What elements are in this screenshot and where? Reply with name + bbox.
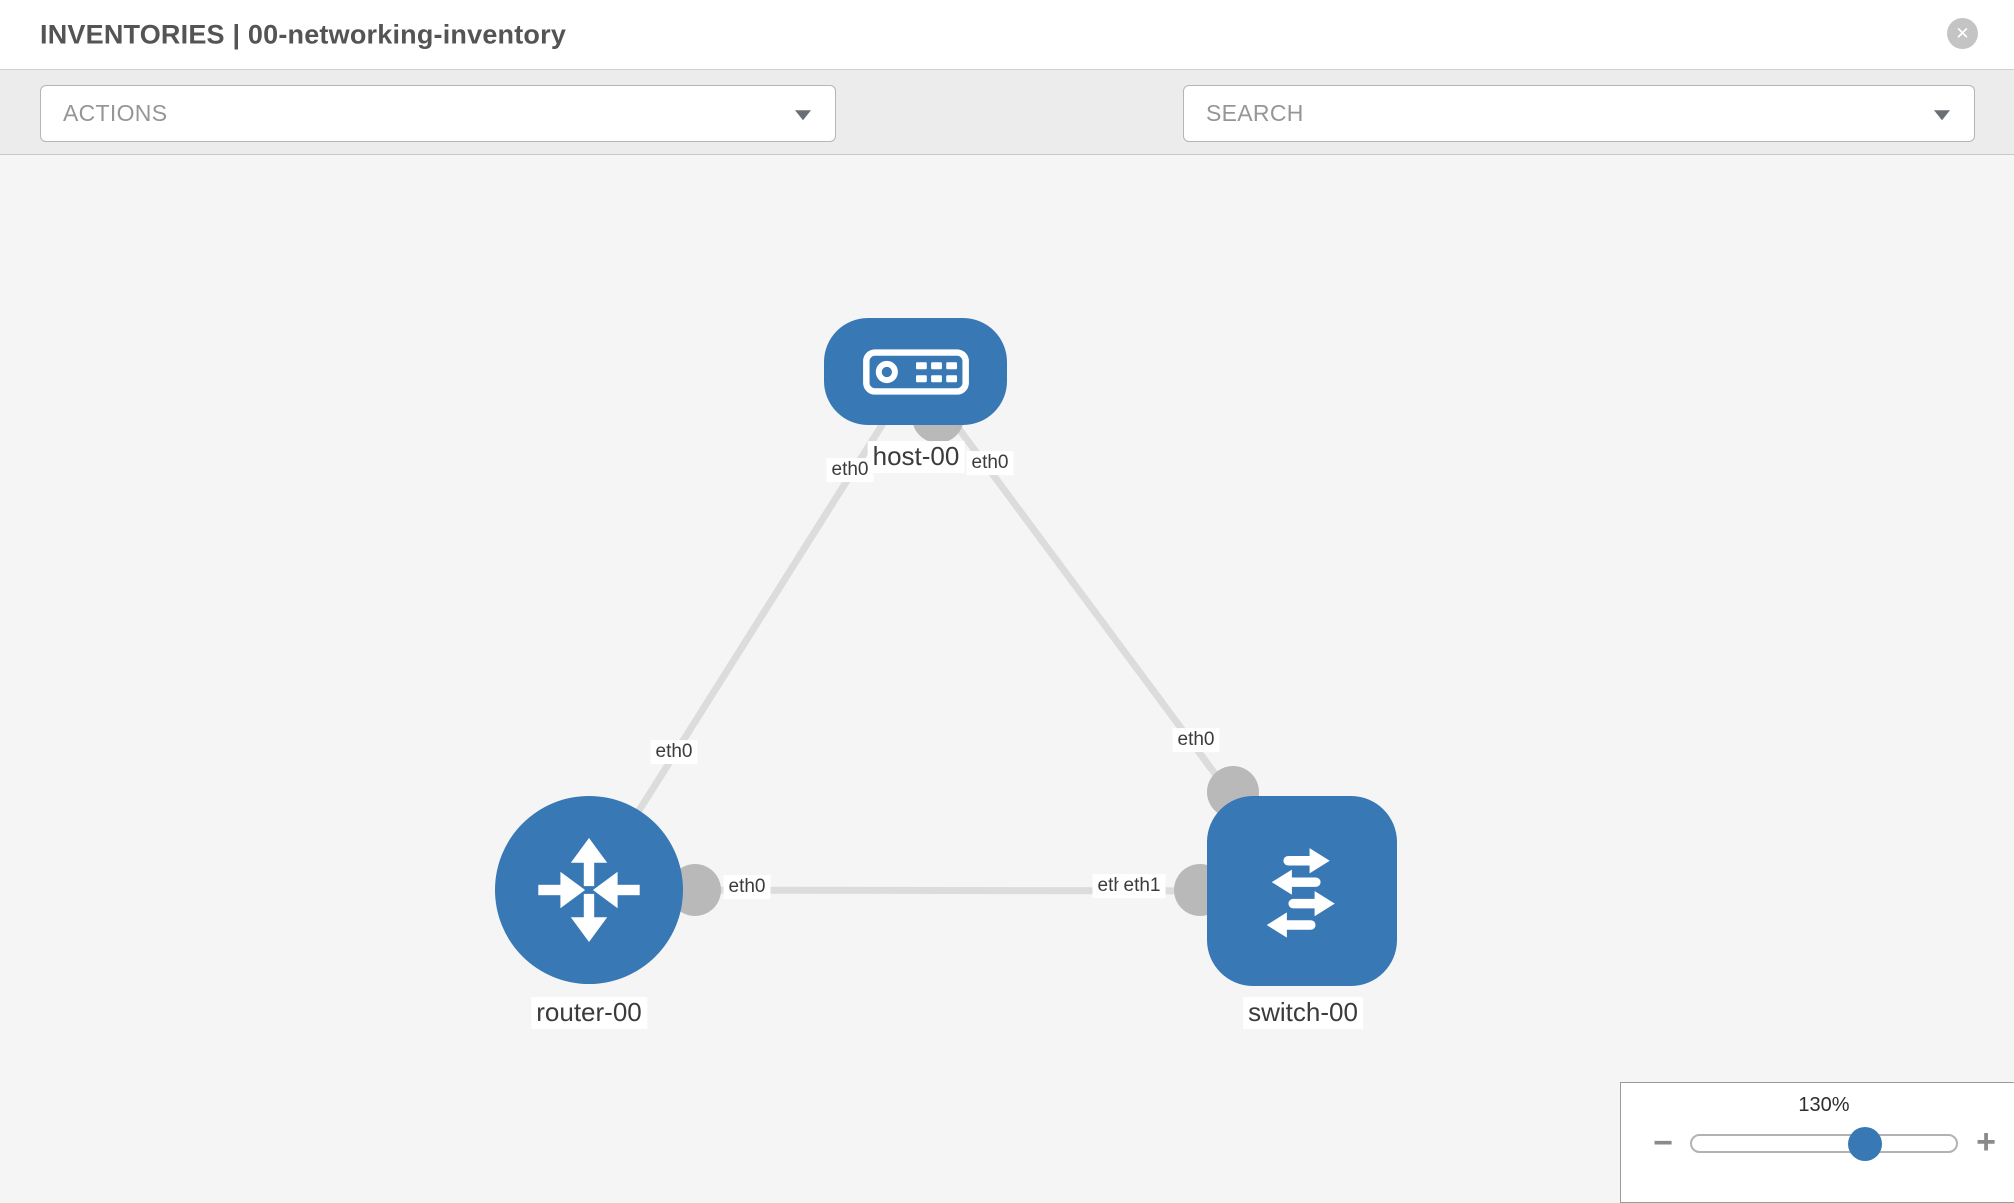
actions-dropdown[interactable]: ACTIONS [40, 85, 836, 142]
search-dropdown-label: SEARCH [1206, 100, 1304, 126]
port-label-switch-top-eth0: eth0 [1172, 728, 1220, 752]
node-switch-00[interactable] [1207, 796, 1397, 986]
node-host-00[interactable] [824, 318, 1007, 425]
topology-canvas[interactable] [0, 156, 2014, 1200]
close-icon[interactable]: ✕ [1947, 18, 1978, 49]
chevron-down-icon [795, 109, 811, 120]
port-label-router-link-eth0: eth0 [650, 740, 698, 764]
port-label-router-eth0: eth0 [723, 875, 771, 899]
port-label-host-eth0-left: eth0 [826, 458, 874, 482]
node-label-router[interactable]: router-00 [531, 997, 647, 1029]
zoom-out-button[interactable]: − [1653, 1124, 1673, 1162]
panel-header: INVENTORIES | 00-networking-inventory ✕ [0, 0, 2014, 70]
search-dropdown[interactable]: SEARCH [1183, 85, 1975, 142]
zoom-slider[interactable] [1690, 1127, 1958, 1161]
router-icon [538, 838, 640, 942]
zoom-level-readout: 130% [1798, 1094, 1850, 1116]
node-label-switch[interactable]: switch-00 [1243, 997, 1363, 1029]
zoom-slider-handle[interactable] [1848, 1127, 1882, 1161]
host-icon [862, 348, 969, 395]
port-label-switch-eth1: eth1 [1118, 874, 1166, 898]
switch-icon [1266, 848, 1335, 938]
node-label-host[interactable]: host-00 [867, 441, 965, 473]
port-label-host-eth0-right: eth0 [966, 451, 1014, 475]
actions-dropdown-label: ACTIONS [63, 100, 168, 126]
node-router-00[interactable] [495, 796, 683, 984]
zoom-in-button[interactable]: + [1976, 1123, 1996, 1161]
page-title: INVENTORIES | 00-networking-inventory [40, 19, 567, 49]
chevron-down-icon [1934, 109, 1950, 120]
